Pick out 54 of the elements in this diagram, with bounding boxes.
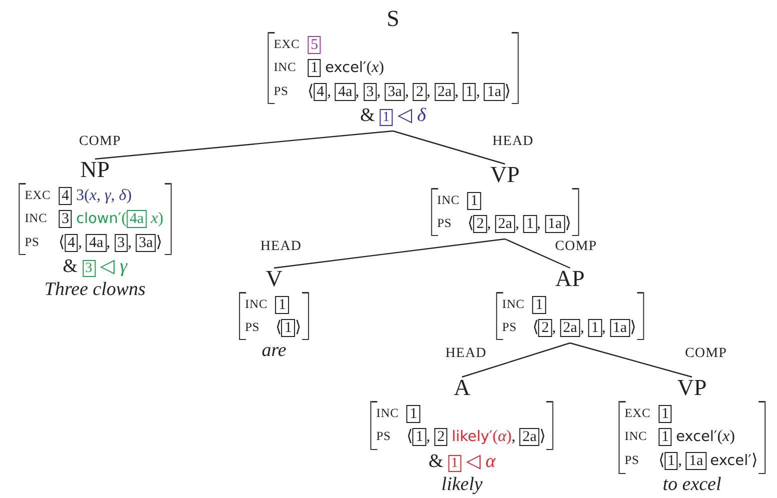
feature-value: 4 3(x, γ, δ) bbox=[58, 184, 164, 207]
feature-name: INC bbox=[376, 405, 399, 422]
word-text: are bbox=[262, 340, 286, 362]
feature-name: INC bbox=[274, 59, 298, 76]
word-text: to excel bbox=[662, 474, 722, 496]
feature-name: INC bbox=[24, 210, 48, 227]
feature-value: 1 excel′(x) bbox=[308, 56, 510, 80]
feature-value: ⟨1, 2 likely′(α), 2a⟩ bbox=[406, 427, 546, 448]
category-label: S bbox=[386, 6, 400, 32]
feature-value: ⟨4, 4a, 3, 3a, 2, 2a, 1, 1a⟩ bbox=[308, 82, 510, 103]
tree-branch bbox=[504, 238, 570, 269]
tree-branch bbox=[392, 130, 506, 165]
feature-value: ⟨2, 2a, 1, 1a⟩ bbox=[532, 318, 636, 339]
feature-value: ⟨4, 4a, 3, 3a⟩ bbox=[58, 233, 163, 254]
feature-value: 5 bbox=[308, 33, 510, 56]
feature-name: INC bbox=[624, 428, 648, 445]
constraint-text: & 1 ◁ δ bbox=[360, 104, 426, 128]
category-label: V bbox=[266, 266, 282, 292]
feature-value: 1 bbox=[275, 293, 301, 316]
category-label: VP bbox=[677, 375, 707, 401]
tree-branch bbox=[570, 342, 692, 378]
feature-value: ⟨1⟩ bbox=[275, 318, 301, 339]
feature-value: 1 bbox=[532, 293, 636, 316]
feature-name: PS bbox=[437, 215, 453, 232]
feature-value: 3 clown′(4a x) bbox=[58, 207, 164, 231]
tree-branch bbox=[462, 342, 570, 378]
feature-value: 1 excel′(x) bbox=[658, 425, 758, 449]
feature-name: EXC bbox=[274, 36, 300, 53]
feature-value: ⟨1, 1a excel′⟩ bbox=[658, 451, 758, 472]
constraint-text: & 3 ◁ γ bbox=[62, 255, 128, 279]
feature-name: INC bbox=[245, 296, 268, 313]
feature-name: INC bbox=[437, 192, 460, 209]
category-label: A bbox=[454, 375, 470, 401]
feature-value: 1 bbox=[468, 189, 571, 212]
category-label: NP bbox=[80, 157, 110, 183]
feature-name: PS bbox=[624, 452, 640, 469]
tree-branch bbox=[94, 130, 394, 160]
feature-name: PS bbox=[24, 234, 40, 251]
feature-name: INC bbox=[502, 296, 525, 313]
feature-name: PS bbox=[274, 83, 290, 100]
constraint-text: & 1 ◁ α bbox=[428, 450, 496, 474]
feature-value: 1 bbox=[658, 402, 758, 425]
feature-value: ⟨2, 2a, 1, 1a⟩ bbox=[468, 214, 571, 235]
category-label: AP bbox=[555, 266, 585, 292]
category-label: VP bbox=[490, 162, 520, 188]
feature-name: PS bbox=[502, 319, 518, 336]
tree-branch bbox=[274, 238, 506, 269]
feature-name: PS bbox=[245, 319, 261, 336]
feature-name: EXC bbox=[24, 187, 51, 204]
feature-value: 1 bbox=[406, 402, 546, 425]
word-text: likely bbox=[441, 474, 483, 496]
feature-name: EXC bbox=[624, 405, 650, 422]
word-text: Three clowns bbox=[44, 279, 146, 301]
feature-name: PS bbox=[376, 428, 392, 445]
